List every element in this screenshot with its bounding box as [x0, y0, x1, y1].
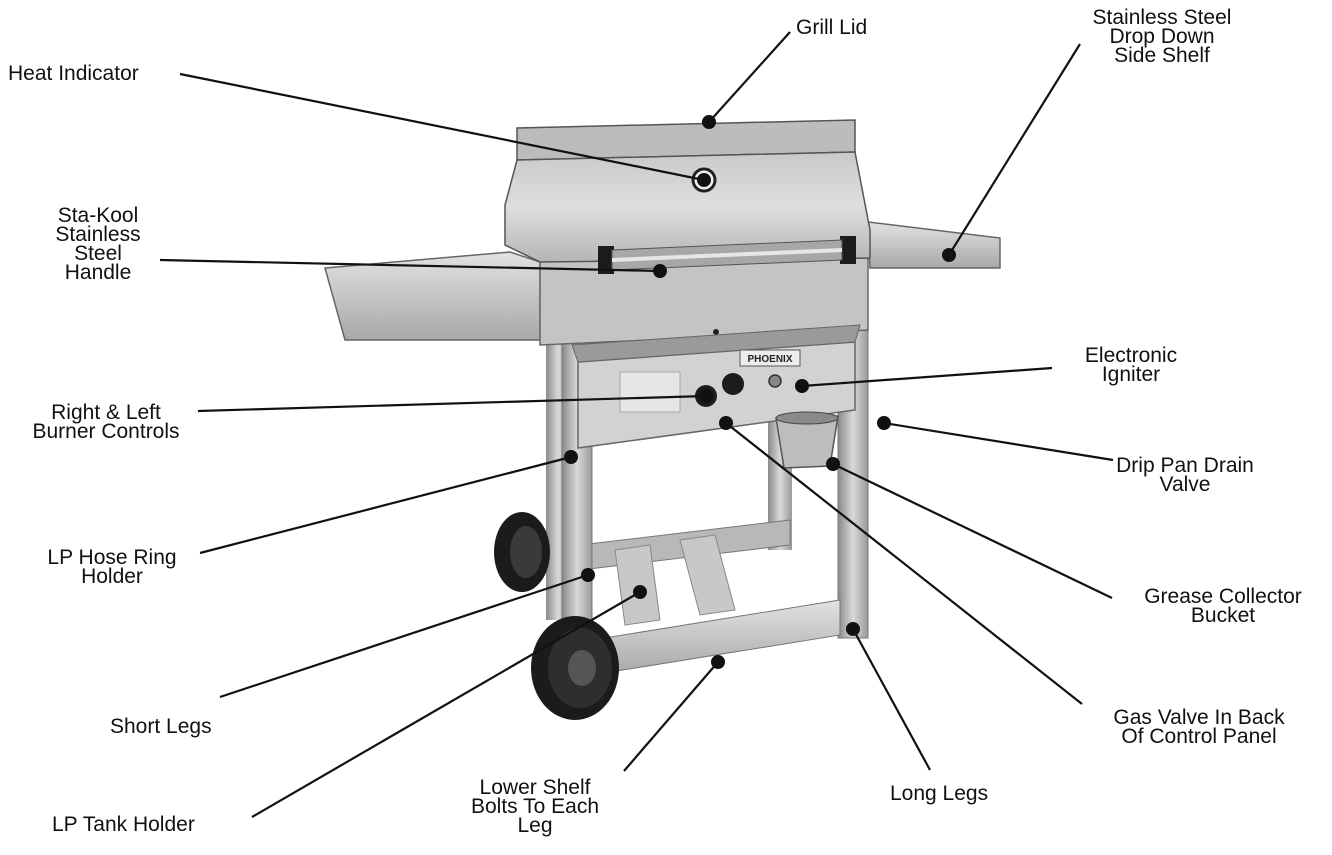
right-burner-knob — [722, 373, 744, 395]
leader-grill-lid — [708, 31, 791, 123]
dot-gas-valve — [719, 416, 733, 430]
label-drain-valve: Drip Pan Drain Valve — [1116, 454, 1254, 496]
dot-grill-lid — [702, 115, 716, 129]
leader-burner-controls — [197, 394, 707, 413]
label-lower-shelf: Lower Shelf Bolts To Each Leg — [470, 776, 600, 837]
dot-short-legs — [581, 568, 595, 582]
dot-lower-shelf — [711, 655, 725, 669]
lid-handle — [598, 236, 856, 274]
brand-plate-text: PHOENIX — [747, 354, 792, 365]
dot-burner-controls — [699, 389, 713, 403]
leader-tank-holder — [251, 591, 641, 818]
leader-short-legs — [219, 573, 589, 699]
callout-dots — [564, 115, 956, 669]
tank-holder-bracket-2 — [679, 534, 736, 616]
leader-hose-ring — [199, 455, 572, 555]
leader-grease-bucket — [832, 463, 1113, 599]
dot-hose-ring — [564, 450, 578, 464]
label-gas-valve: Gas Valve In Back Of Control Panel — [1113, 706, 1285, 748]
right-side-shelf — [867, 221, 1001, 269]
brand-plate — [739, 349, 801, 367]
igniter-button — [768, 374, 782, 388]
leader-handle — [159, 258, 661, 273]
dot-long-legs — [846, 622, 860, 636]
leader-heat-indicator — [179, 72, 705, 182]
control-panel-top — [571, 324, 861, 363]
label-hose-ring: LP Hose Ring Holder — [47, 546, 177, 588]
leader-drain-valve — [883, 421, 1114, 462]
dot-handle — [653, 264, 667, 278]
label-heat-indicator: Heat Indicator — [8, 62, 139, 85]
label-burner-controls: Right & Left Burner Controls — [32, 401, 180, 443]
tank-holder-bracket — [614, 544, 661, 626]
dot-tank-holder — [633, 585, 647, 599]
label-grill-lid: Grill Lid — [796, 16, 868, 39]
body-hole — [713, 329, 719, 335]
label-long-legs: Long Legs — [890, 782, 989, 805]
dot-side-shelf — [942, 248, 956, 262]
dot-heat-indicator — [697, 173, 711, 187]
label-handle: Sta-Kool Stainless Steel Handle — [55, 204, 141, 284]
dot-drain-valve — [877, 416, 891, 430]
label-igniter: Electronic Igniter — [1084, 344, 1178, 386]
leader-lower-shelf — [623, 661, 719, 772]
front-wheel — [531, 616, 619, 720]
leader-igniter — [801, 366, 1053, 388]
label-side-shelf: Stainless Steel Drop Down Side Shelf — [1092, 6, 1232, 67]
label-tank-holder: LP Tank Holder — [52, 813, 195, 836]
leader-long-legs — [852, 628, 931, 771]
leader-lines — [159, 31, 1114, 818]
leader-gas-valve — [725, 422, 1083, 705]
warning-label — [619, 371, 681, 413]
dot-grease-bucket — [826, 457, 840, 471]
label-grease-bucket: Grease Collector Bucket — [1144, 585, 1302, 627]
dot-igniter — [795, 379, 809, 393]
back-wheel — [494, 512, 550, 592]
leader-side-shelf — [948, 43, 1081, 256]
grease-bucket — [775, 411, 839, 469]
label-short-legs: Short Legs — [110, 715, 212, 738]
